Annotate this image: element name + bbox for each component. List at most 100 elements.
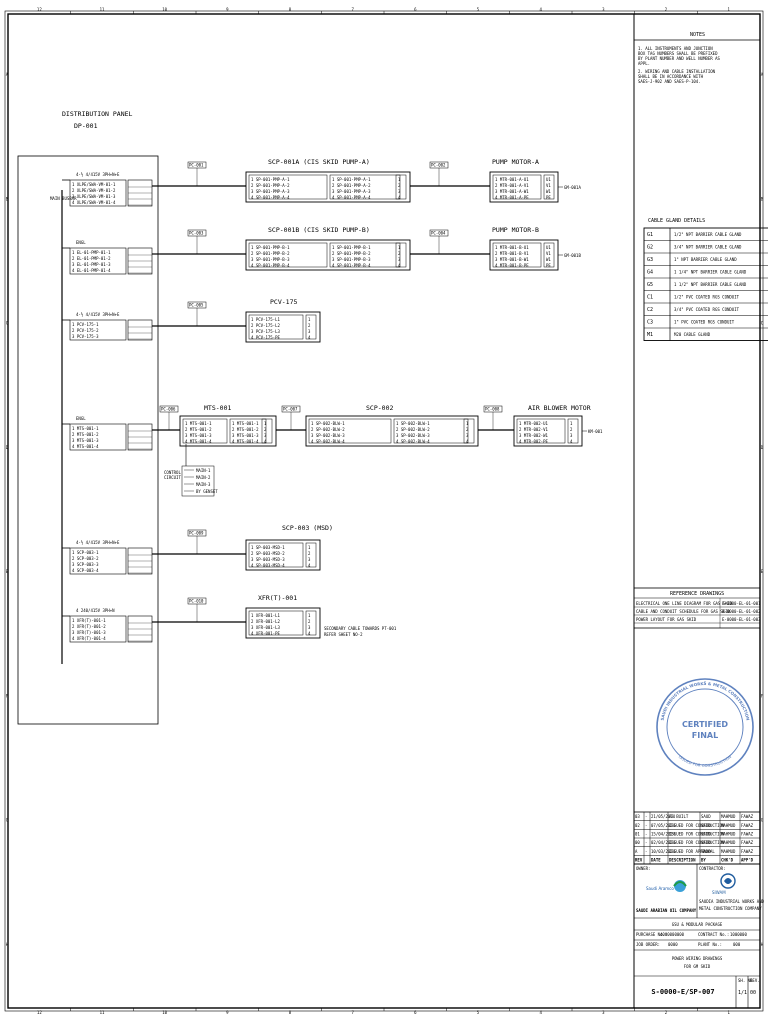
contractor-label: CONTRACTOR: <box>699 866 726 871</box>
scp001b-row: 2 SP-001-PMP-B-2 <box>251 251 290 256</box>
bottom-zone-label: 11 <box>100 1010 105 1015</box>
stamp-final: FINAL <box>692 731 718 740</box>
cable-tag: PC-010 <box>189 599 204 604</box>
job-label: JOB ORDER: <box>636 942 660 947</box>
plant-label: PLANT No.: <box>698 942 722 947</box>
xfr001-row: 3 XFR-001-L3 <box>251 625 280 630</box>
scp002-row-right: 1 SP-002-BLW-1 <box>396 421 430 426</box>
revision-cell: - <box>645 832 647 837</box>
revision-cell: - <box>645 840 647 845</box>
mts001-sub-label: MAIN-3 <box>196 482 211 487</box>
scp001a-terminal: 4 <box>398 195 401 200</box>
cable-tag: PC-005 <box>189 303 204 308</box>
scp002-row: 3 SP-002-BLW-3 <box>311 433 345 438</box>
bottom-zone-label: 5 <box>477 1010 480 1015</box>
pumpa-row: 1 MTR-001-A-U1 <box>495 177 529 182</box>
cable-tag: PC-001 <box>189 163 204 168</box>
circuit-line: 2 EL-01-PMP-01-2 <box>72 256 111 261</box>
circuit-box <box>69 615 127 643</box>
scp002-row-right: 4 SP-002-BLW-4 <box>396 439 430 444</box>
revision-cell: SAUD <box>701 814 711 819</box>
gland-description: 3/4" PVC COATED RGS CONDUIT <box>674 307 740 312</box>
circuit-line: 3 XLPE/SWA-VM-01-3 <box>72 194 116 199</box>
scp001a-terminal-column <box>395 174 407 200</box>
pumpa-inner <box>492 174 542 200</box>
scp001b-terminal: 1 <box>398 245 401 250</box>
right-zone-label: G <box>761 818 764 823</box>
xfr001-note: SECONDARY CABLE TOWARDS PT-001 <box>324 626 397 631</box>
blower-terminal: 4 <box>570 439 573 444</box>
bottom-zone-label: 1 <box>727 1010 730 1015</box>
scp003-row: 3 SP-003-MSD-3 <box>251 557 285 562</box>
xfr001-terminal: 2 <box>308 619 311 624</box>
xfr001-terminal-column <box>305 610 317 636</box>
blower-tag: KM-001 <box>588 429 603 434</box>
revision-cell: MAHMUD <box>721 840 736 845</box>
scp001b-title: SCP-001B (CIS SKID PUMP-B) <box>268 226 370 234</box>
revision-cell: SAUD <box>701 849 711 854</box>
bottom-zone-label: 8 <box>289 1010 292 1015</box>
title-block: OWNER: CONTRACTOR: Saudi Aramco SAUDI AR… <box>633 863 765 1009</box>
mts001-terminal: 4 <box>264 439 267 444</box>
scp002-row-right: 3 SP-002-BLW-3 <box>396 433 430 438</box>
svg-text:SIWAM: SIWAM <box>712 890 726 895</box>
stamp-top-text: SAUDI INDUSTRIAL WORKS & METAL CONSTRUCT… <box>660 681 751 721</box>
mts001-note: CONTROL <box>164 470 181 475</box>
reference-number-cell: E-0000-EL-01-003 <box>722 617 761 622</box>
blower-terminal: 2 <box>570 427 573 432</box>
note-line: SAES-J-902 AND SAES-P-104. <box>638 79 701 84</box>
scp002-terminal: 1 <box>466 421 469 426</box>
blower-inner <box>516 418 566 444</box>
scp001a-row: 3 SP-001-PMP-A-3 <box>251 189 290 194</box>
right-zone-label: C <box>761 321 764 326</box>
gland-code: G5 <box>647 282 653 288</box>
pumpb-terminal: PE <box>546 263 551 268</box>
scp001b-row: 3 SP-001-PMP-B-3 <box>251 257 290 262</box>
svg-text:Saudi Aramco: Saudi Aramco <box>646 886 674 891</box>
mts001-title: MTS-001 <box>204 404 231 412</box>
top-zone-label: 12 <box>37 7 42 12</box>
scp002-row: 4 SP-002-BLW-4 <box>311 439 345 444</box>
po-value: 4000000000 <box>660 932 685 937</box>
pcv175-title: PCV-175 <box>270 298 297 306</box>
scp003-terminal: 2 <box>308 551 311 556</box>
svg-text:ISSUED FOR CONSTRUCTION: ISSUED FOR CONSTRUCTION <box>678 754 733 768</box>
revision-cell: FAWAZ <box>741 814 754 819</box>
circuit-line: 1 SCP-003-1 <box>72 550 99 555</box>
reference-rows: ELECTRICAL ONE LINE DIAGRAM FOR GAS SKID… <box>634 598 761 628</box>
left-zone-label: G <box>6 818 9 823</box>
circuit-head: 4 240/415V 3PH+N <box>76 608 115 613</box>
mts001-row: 3 MTS-001-3 <box>185 433 212 438</box>
scp001b-row-right: 4 SP-001-PMP-B-4 <box>332 263 371 268</box>
pumpb-row: 2 MTR-001-B-V1 <box>495 251 529 256</box>
scp001a-row-right: 2 SP-001-PMP-A-2 <box>332 183 371 188</box>
pumpb-row: 1 MTR-001-B-U1 <box>495 245 529 250</box>
revision-cell: AS BUILT <box>669 814 689 819</box>
revision-cell: ISSUED FOR APPROVAL <box>669 849 715 854</box>
stamp-certified: CERTIFIED <box>682 720 728 729</box>
right-zone-label: E <box>761 569 764 574</box>
bottom-zone-label: 2 <box>665 1010 668 1015</box>
revision-cell: 10/03/2024 <box>651 849 676 854</box>
reference-title: REFERENCE DRAWINGS <box>670 591 724 597</box>
pumpb-title: PUMP MOTOR-B <box>492 226 539 234</box>
revision-cell: MAHMUD <box>721 823 736 828</box>
circuit-line: 3 EL-01-PMP-01-3 <box>72 262 111 267</box>
reference-drawings: REFERENCE DRAWINGS ELECTRICAL ONE LINE D… <box>633 587 761 629</box>
panel-title: DISTRIBUTION PANEL <box>62 110 133 118</box>
mts001-terminal: 3 <box>264 433 267 438</box>
xfr001-inner <box>248 610 304 636</box>
revision-number: 00 <box>750 990 756 996</box>
revision-cell: 03 <box>635 814 640 819</box>
blower-row: 4 MTR-002-PE <box>519 439 548 444</box>
revision-cell: FAWAZ <box>741 823 754 828</box>
scp001a-box <box>245 171 411 203</box>
revision-cell: 21/05/2024 <box>651 814 676 819</box>
circuit-line: 4 XFR(T)-001-4 <box>72 636 106 641</box>
panel-circuits: 4-½ 4/415V 3PH+N+E1 XLPE/SWA-VM-01-12 XL… <box>62 172 160 643</box>
cable-tag: PC-006 <box>161 407 176 412</box>
